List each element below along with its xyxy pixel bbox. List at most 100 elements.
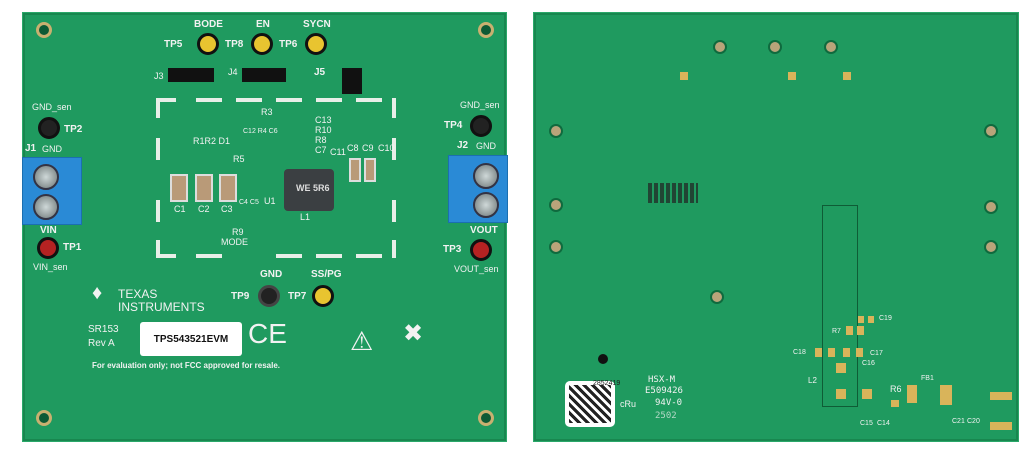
label-tp7: TP7: [288, 291, 307, 302]
data-matrix-label: [565, 381, 615, 427]
inductor-marking: WE 5R6: [296, 183, 330, 193]
ce-mark: CE: [248, 318, 287, 349]
label-c8: C8: [347, 143, 359, 153]
jumper-j5[interactable]: [342, 68, 362, 94]
pad: [907, 385, 917, 403]
via: [710, 290, 724, 304]
via-array: [648, 183, 698, 203]
shield-frame: [276, 254, 302, 258]
shield-frame: [316, 98, 342, 102]
label-r9: R9: [232, 227, 244, 237]
test-point-tp2[interactable]: [38, 117, 60, 139]
label-c13: C13: [315, 115, 332, 125]
via: [549, 198, 563, 212]
via: [549, 124, 563, 138]
shield-frame: [156, 240, 160, 258]
label-u1: U1: [264, 196, 276, 206]
label-sycn: SYCN: [303, 19, 331, 30]
via: [549, 240, 563, 254]
shield-frame: [196, 254, 222, 258]
screw-icon[interactable]: [473, 192, 499, 218]
label-j2: J2: [457, 140, 469, 151]
label-l1: L1: [300, 212, 311, 222]
test-point-tp1[interactable]: [37, 237, 59, 259]
pad: [836, 363, 846, 373]
label-c5: C5: [249, 199, 259, 206]
label-mode: MODE: [221, 237, 248, 247]
date-code: 2502: [655, 411, 677, 421]
shield-frame: [156, 138, 160, 160]
serial-number: 2852419: [593, 380, 621, 387]
test-point-sycn[interactable]: [305, 33, 327, 55]
mounting-hole: [478, 22, 494, 38]
capacitor-c3: [219, 174, 237, 202]
ul-logo-icon: cRu: [620, 399, 637, 409]
label-j1-gnd: GND: [42, 144, 62, 154]
pad: [862, 389, 872, 399]
label-r7: R7: [832, 328, 841, 335]
shield-frame: [392, 240, 396, 258]
shield-frame: [196, 98, 222, 102]
rating: 94V-0: [655, 398, 683, 408]
trace-outline: [822, 205, 858, 407]
shield-frame: [236, 98, 262, 102]
test-point-tp9[interactable]: [258, 285, 280, 307]
label-gnd-sen-left: GND_sen: [32, 102, 72, 112]
test-point-tp7[interactable]: [312, 285, 334, 307]
weee-bin-icon: ✖: [403, 320, 424, 347]
jumper-j4[interactable]: [242, 68, 286, 82]
label-c10: C10: [378, 143, 395, 153]
label-r10: R10: [315, 125, 332, 135]
label-c20: C20: [967, 418, 980, 425]
fiducial-mark: [598, 354, 608, 364]
screw-icon[interactable]: [473, 163, 499, 189]
pad: [891, 400, 899, 407]
capacitor-c2: [195, 174, 213, 202]
label-en: EN: [256, 19, 270, 30]
label-c18: C18: [793, 349, 806, 356]
screw-icon[interactable]: [33, 164, 59, 190]
label-c16: C16: [862, 360, 875, 367]
label-vout: VOUT: [470, 225, 498, 236]
hot-surface-icon: ⚠: [350, 326, 374, 356]
disclaimer: For evaluation only; not FCC approved fo…: [92, 361, 281, 370]
jumper-j3[interactable]: [168, 68, 214, 82]
revision: Rev A: [88, 338, 115, 349]
shield-frame: [276, 98, 302, 102]
shield-frame: [392, 138, 396, 160]
pad: [846, 326, 853, 335]
label-j5: J5: [314, 67, 326, 78]
shield-frame: [156, 200, 160, 222]
mounting-hole: [36, 410, 52, 426]
label-vin-sen: VIN_sen: [33, 262, 68, 272]
pad: [940, 385, 952, 405]
pad: [815, 348, 822, 357]
screw-icon[interactable]: [33, 194, 59, 220]
test-point-tp4[interactable]: [470, 115, 492, 137]
test-point-bode[interactable]: [197, 33, 219, 55]
pad: [858, 316, 864, 323]
label-tp9: TP9: [231, 291, 250, 302]
shield-frame: [156, 254, 176, 258]
pad: [828, 348, 835, 357]
shield-frame: [356, 98, 382, 102]
board-id: SR153: [88, 324, 119, 335]
mounting-hole: [478, 410, 494, 426]
label-c1: C1: [174, 204, 186, 214]
test-point-en[interactable]: [251, 33, 273, 55]
pad: [990, 422, 1012, 430]
label-c4: C4: [239, 199, 248, 206]
label-tp8: TP8: [225, 39, 244, 50]
pad: [843, 348, 850, 357]
label-c12r4c6: C12 R4 C6: [243, 128, 278, 135]
label-j4: J4: [228, 67, 238, 77]
shield-frame: [156, 98, 160, 118]
label-vin: VIN: [40, 225, 57, 236]
test-point-tp3[interactable]: [470, 239, 492, 261]
label-gnd-sen-right: GND_sen: [460, 100, 500, 110]
pad: [868, 316, 874, 323]
inductor-l1: WE 5R6: [284, 169, 334, 211]
shield-frame: [316, 254, 342, 258]
label-c14: C14: [877, 420, 890, 427]
label-r3: R3: [261, 107, 273, 117]
